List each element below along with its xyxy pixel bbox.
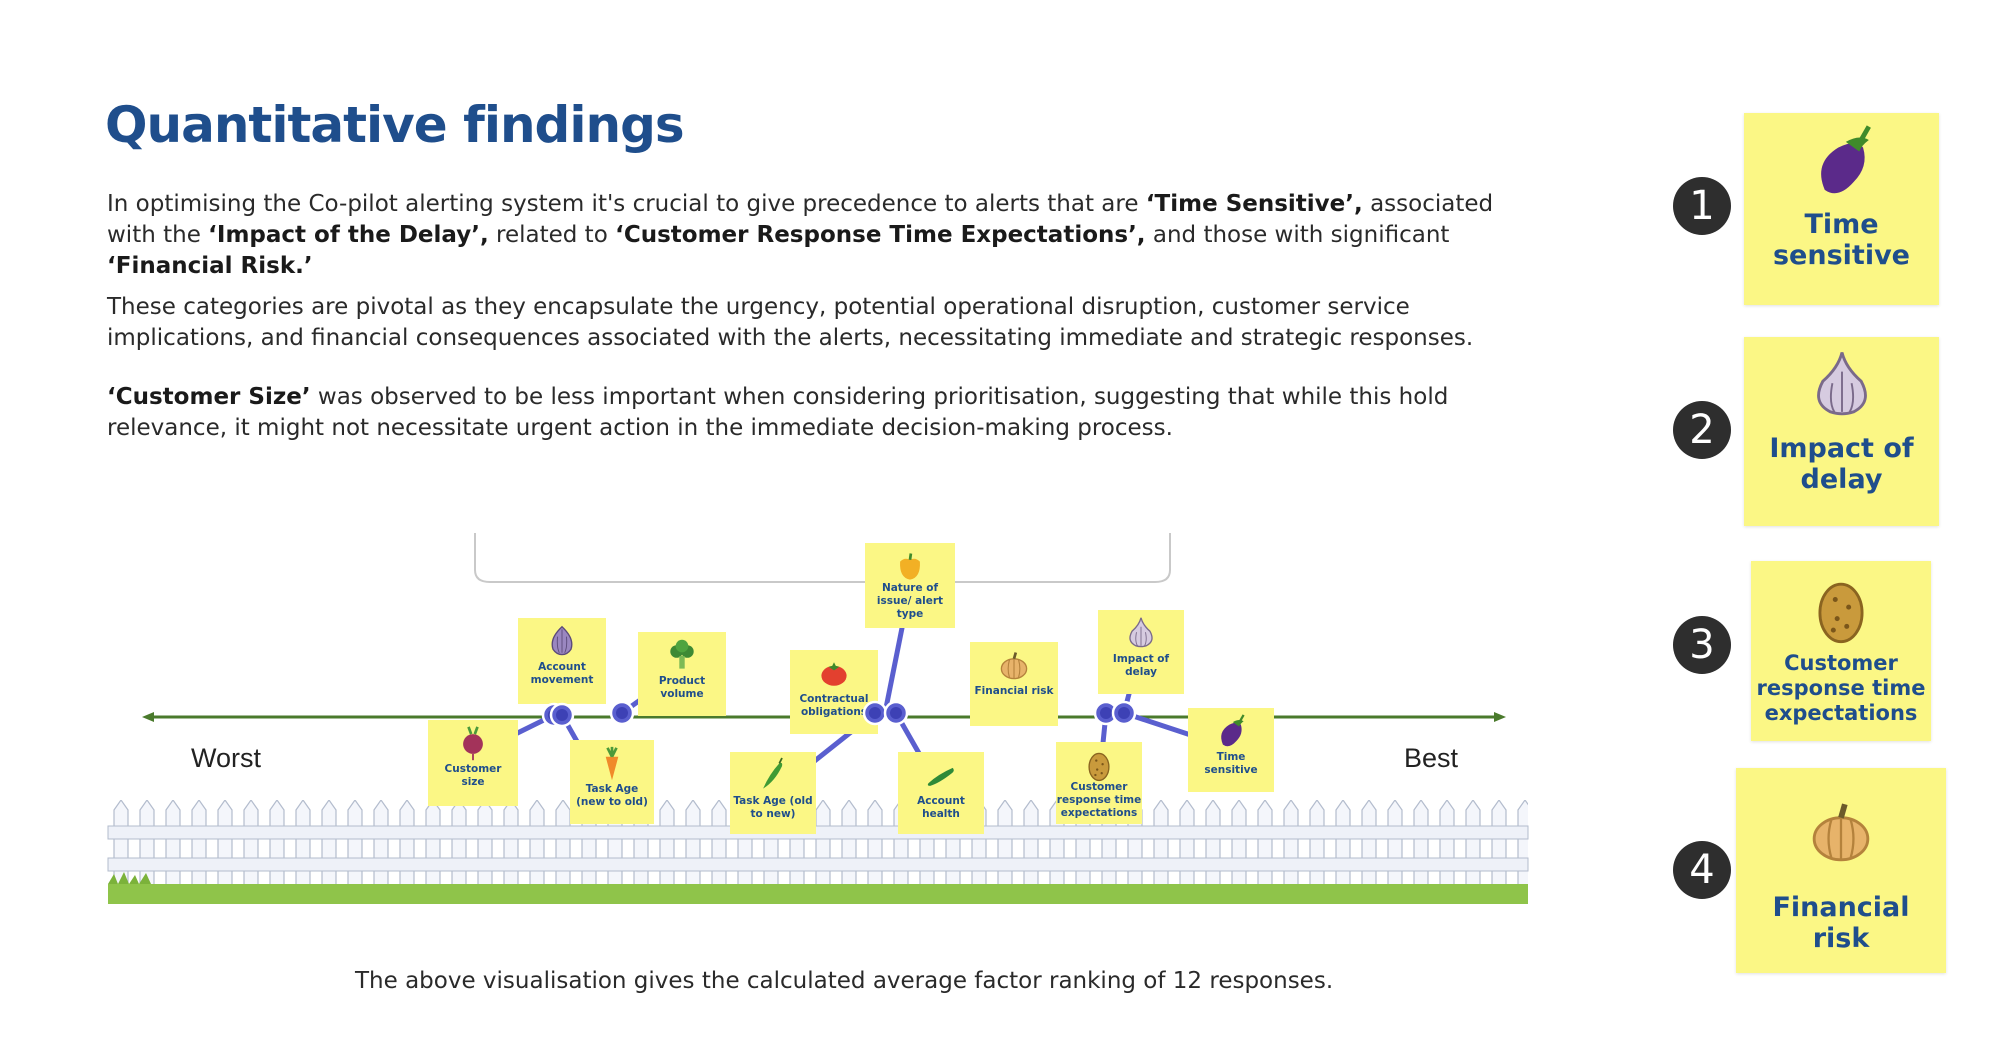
fence <box>107 800 1529 895</box>
potato-icon <box>1818 582 1864 644</box>
rank-card: Impact of delay <box>1744 337 1939 526</box>
factor-note: Task Age(new to old) <box>570 740 654 824</box>
onion-icon <box>551 625 573 656</box>
factor-label: Financial risk <box>975 685 1055 697</box>
intro-bold-impact-of-delay: ‘Impact of the Delay’, <box>208 222 489 248</box>
intro-text-2: associated with the <box>107 191 1494 248</box>
connector-node-core <box>1118 707 1130 719</box>
customer-size-bold: ‘Customer Size’ <box>107 384 311 410</box>
rank-card-label: Customer response time expectations <box>1756 651 1926 725</box>
intro-bold-time-sensitive: ‘Time Sensitive’, <box>1145 191 1363 217</box>
intro-bold-financial-risk: ‘Financial Risk.’ <box>107 253 313 279</box>
rank-card-label: Time sensitive <box>1772 209 1910 271</box>
sticky-note <box>1188 708 1274 792</box>
garlic-icon <box>1816 352 1867 416</box>
rank-number-badge: 3 <box>1673 616 1731 674</box>
customer-size-paragraph: ‘Customer Size’ was observed to be less … <box>107 382 1527 444</box>
page-title: Quantitative findings <box>105 96 685 154</box>
intro-text-4: and those with significant <box>1145 222 1450 248</box>
connector-nodes <box>541 700 1137 728</box>
worst-label: Worst <box>191 743 262 773</box>
garlic-icon <box>1129 617 1153 648</box>
beet-icon <box>463 726 483 761</box>
carrot-icon <box>605 746 619 781</box>
connector-node-core <box>890 707 902 719</box>
factor-note: Financial risk <box>970 642 1058 726</box>
connector-node-core <box>869 707 881 719</box>
cucumber-icon <box>927 767 954 786</box>
factor-label: Task Age(new to old) <box>576 783 648 808</box>
connector-node-core <box>556 709 568 721</box>
eggplant-icon <box>1221 714 1245 747</box>
eggplant-icon <box>1820 125 1871 194</box>
bell-pepper-icon <box>900 553 920 580</box>
intro-text-1: In optimising the Co-pilot alerting syst… <box>107 191 1146 217</box>
broccoli-icon <box>670 639 694 669</box>
tomato-icon <box>821 662 847 686</box>
rank-number-badge: 4 <box>1673 841 1731 899</box>
rank-number-badge: 1 <box>1673 177 1731 235</box>
intro-bold-customer-response: ‘Customer Response Time Expectations’, <box>615 222 1146 248</box>
sticky-note <box>898 752 984 834</box>
rank-card: Time sensitive <box>1744 113 1939 305</box>
rank-number-badge: 2 <box>1673 401 1731 459</box>
connector-node-core <box>616 707 628 719</box>
pepper-icon <box>763 757 783 789</box>
pumpkin-icon <box>1000 652 1028 680</box>
grass <box>108 872 1528 904</box>
categories-paragraph: These categories are pivotal as they enc… <box>107 294 1474 351</box>
rank-card: Financial risk <box>1736 768 1946 973</box>
customer-size-text: was observed to be less important when c… <box>107 384 1449 441</box>
legend-box <box>474 533 1171 583</box>
best-label: Best <box>1404 743 1459 773</box>
sticky-note <box>730 752 816 834</box>
rank-card-label: Impact of delay <box>1769 433 1914 495</box>
caption: The above visualisation gives the calcul… <box>355 968 1334 994</box>
rank-card-label: Financial risk <box>1772 892 1910 954</box>
pumpkin-icon <box>1812 803 1870 862</box>
potato-icon <box>1088 752 1110 782</box>
intro-text-3: related to <box>488 222 616 248</box>
intro-paragraph: In optimising the Co-pilot alerting syst… <box>107 189 1527 282</box>
connector-node-core <box>1100 707 1112 719</box>
rank-card: Customer response time expectations <box>1751 561 1931 741</box>
